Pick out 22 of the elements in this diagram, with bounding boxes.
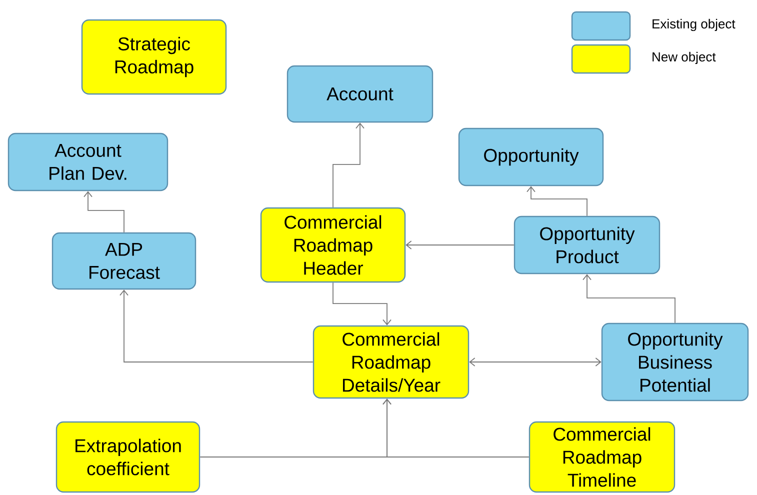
connector-arrow xyxy=(332,282,392,326)
object-box: Strategic Roadmap xyxy=(81,19,227,95)
object-box: Extrapolation coefficient xyxy=(56,421,200,493)
object-box: Commercial Roadmap Timeline xyxy=(528,421,676,493)
connector-arrow xyxy=(406,240,514,250)
connector-arrow xyxy=(332,122,364,208)
object-box: Account xyxy=(286,65,434,123)
object-box: ADP Forecast xyxy=(52,232,196,290)
connector-arrow xyxy=(84,191,124,233)
connector-arrow xyxy=(120,290,314,362)
object-box: Commercial Roadmap Details/Year xyxy=(312,325,470,399)
connector-arrow xyxy=(382,398,530,458)
legend-label: New object xyxy=(652,52,716,64)
object-box: Opportunity Business Potential xyxy=(601,322,749,402)
connector-arrow xyxy=(582,274,676,324)
object-box: Account Plan Dev. xyxy=(8,132,168,192)
legend-label: Existing object xyxy=(652,18,736,32)
object-box: Opportunity xyxy=(458,128,604,186)
object-box: Commercial Roadmap Header xyxy=(260,207,406,283)
connector-arrow xyxy=(469,358,602,366)
connector-arrow xyxy=(526,186,588,216)
object-box: Opportunity Product xyxy=(514,216,660,274)
